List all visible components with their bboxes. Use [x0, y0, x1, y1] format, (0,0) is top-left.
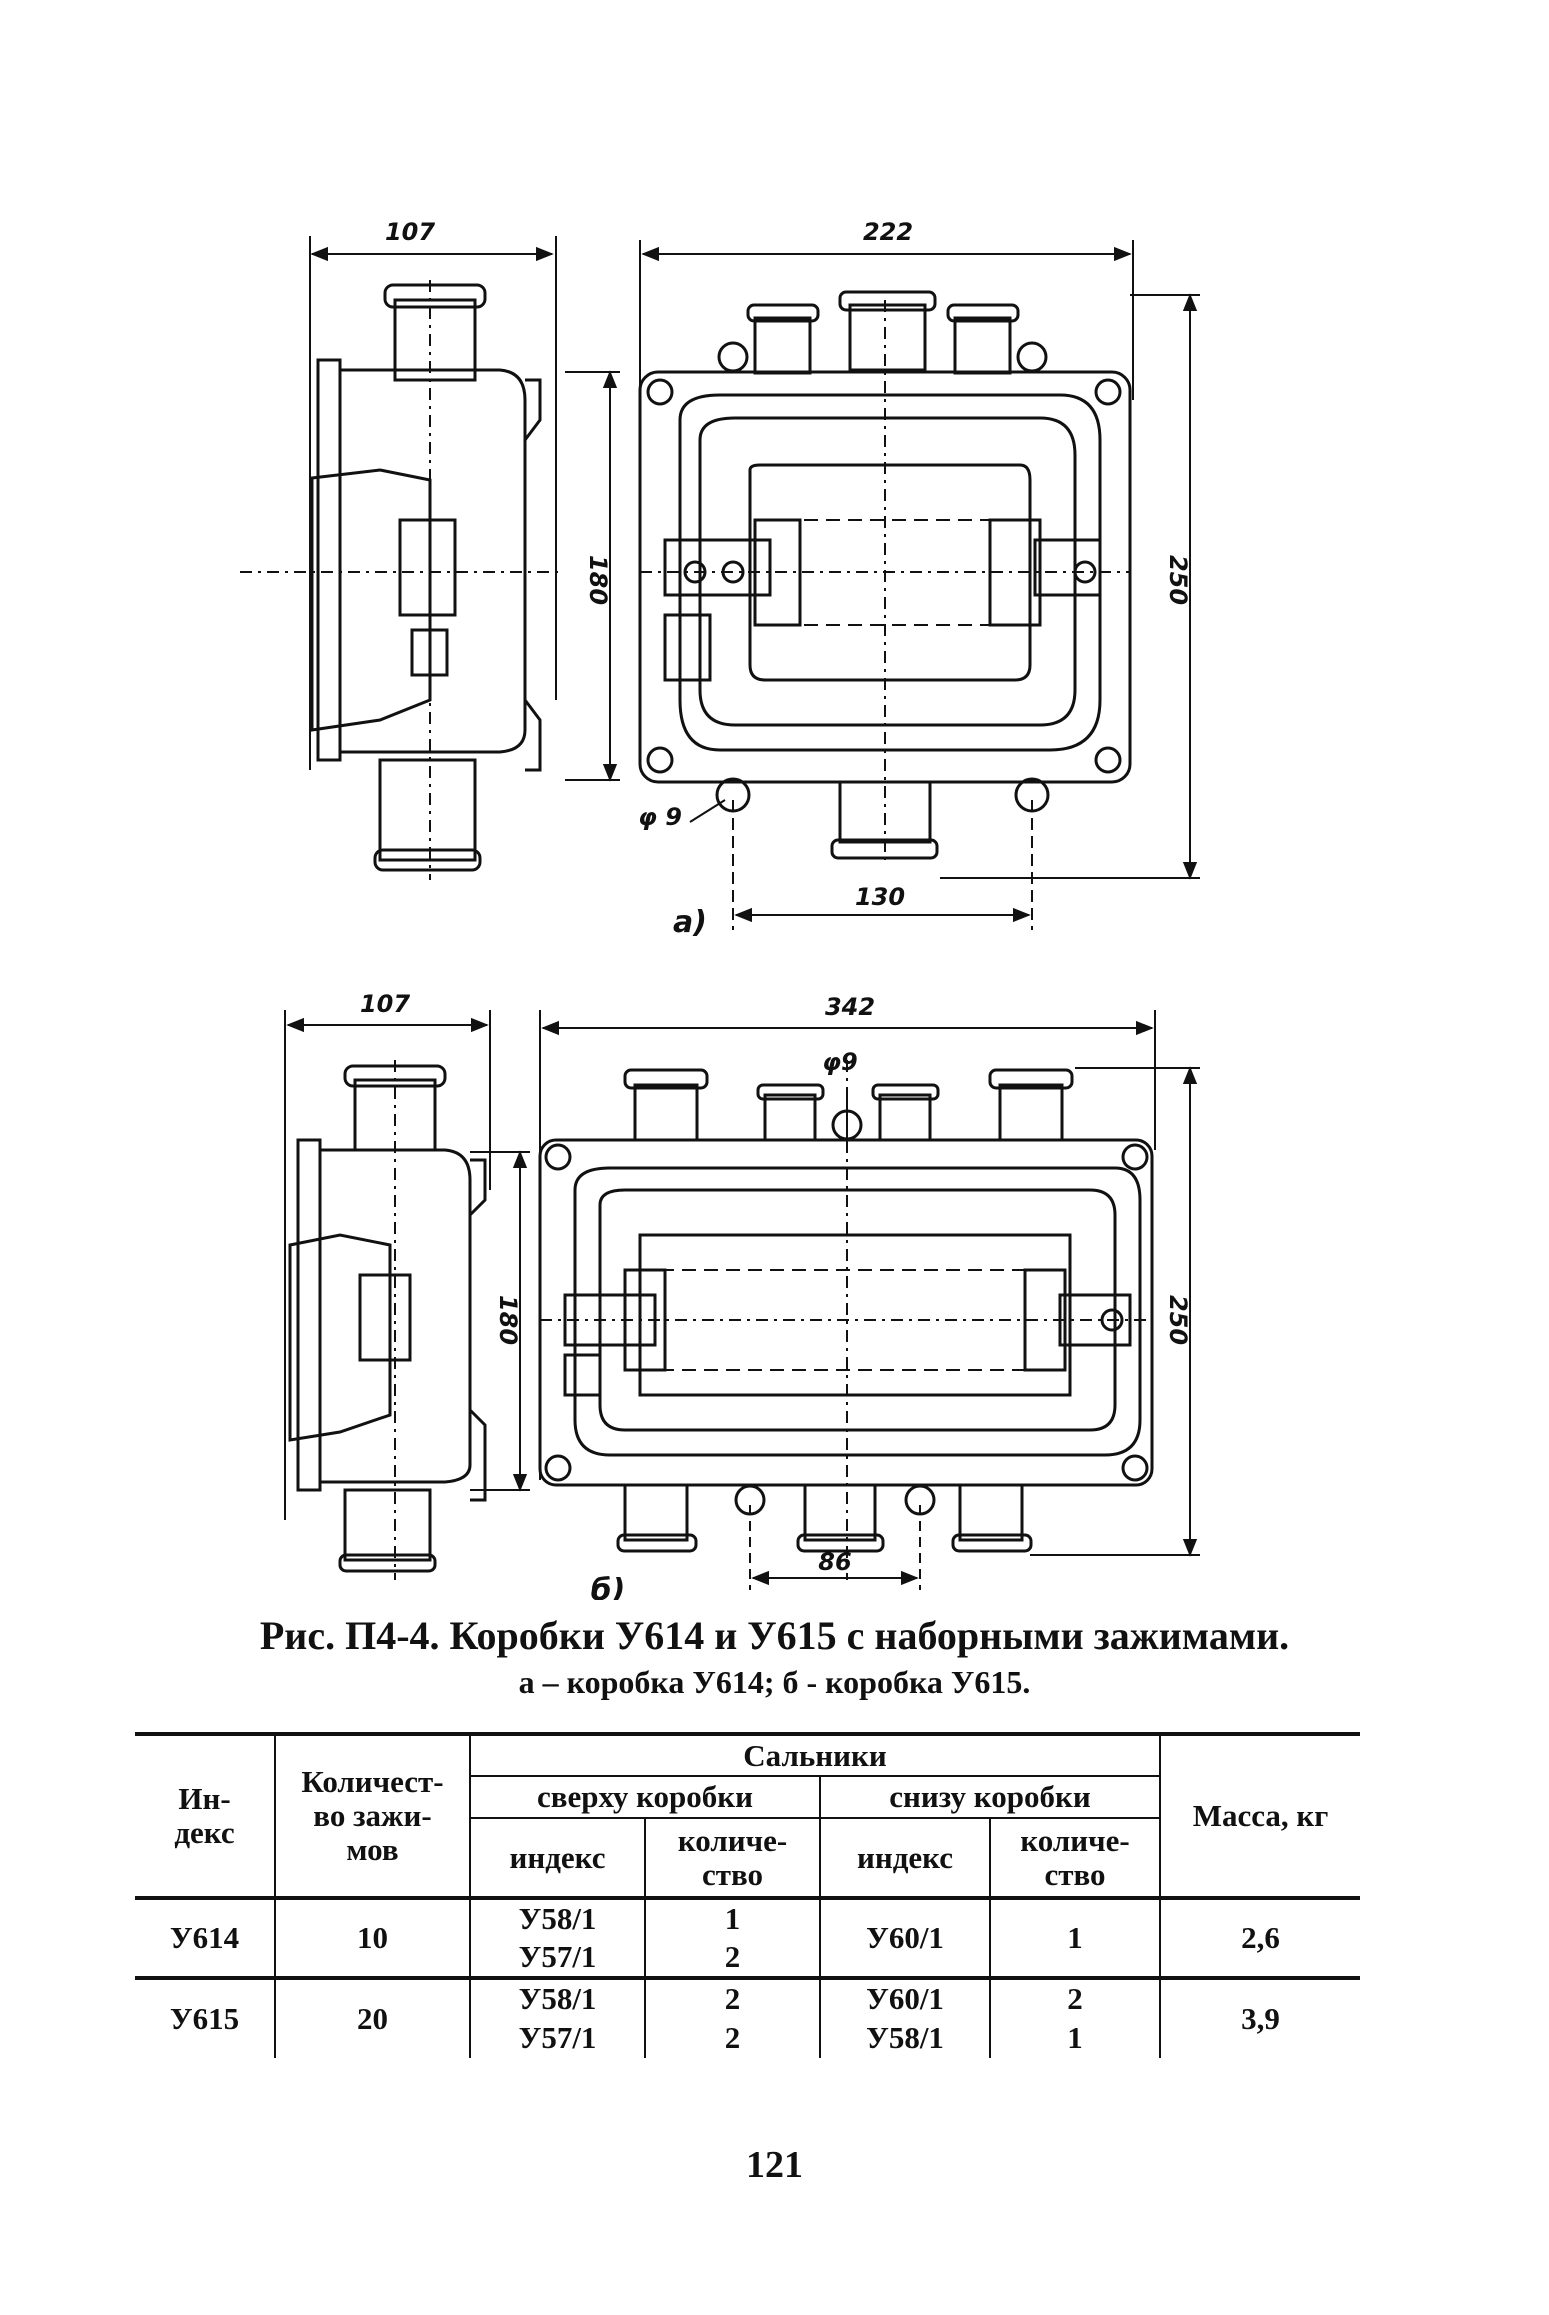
figure-caption: Рис. П4-4. Коробки У614 и У615 с наборны…: [259, 1613, 1290, 1658]
table-row: У614 10 У58/1 1 У60/1 1 2,6: [135, 1898, 1360, 1980]
dim-b-front-width: 342: [825, 993, 875, 1021]
dim-a-height-total: 250: [1164, 555, 1192, 605]
cell-top-qty: 2: [644, 1978, 820, 2018]
cell-bottom-qty: 2: [989, 1978, 1160, 2018]
cell-bottom-index: У60/1: [819, 1898, 990, 1980]
figure-b-label: б): [591, 1573, 626, 1600]
cell-bottom-qty: 1: [989, 1898, 1160, 1980]
cell-index: У615: [169, 2001, 240, 2036]
cell-clamps: 20: [274, 1978, 470, 2058]
cell-top-qty: 2: [644, 2018, 820, 2058]
dim-a-hole-diameter: φ 9: [638, 803, 682, 831]
cell-bottom-index: У60/1: [819, 1978, 990, 2018]
dim-b-height-mid: 180: [494, 1295, 522, 1345]
dim-b-side-width: 107: [360, 990, 410, 1018]
table-row: У615 20 У58/1 2 У60/1 2 3,9: [135, 1978, 1360, 2058]
figure-a-front-view: [638, 240, 1200, 930]
table-row: У57/1 2 У58/1 1: [135, 2018, 1360, 2058]
dim-b-height-total: 250: [1164, 1295, 1192, 1345]
dim-a-front-width: 222: [863, 218, 913, 246]
header-clamp-count: Количест- во зажи- мов: [274, 1732, 470, 1900]
header-bottom: снизу коробки: [819, 1776, 1160, 1819]
cell-clamps: 10: [274, 1898, 470, 1980]
cell-top-qty: 1: [644, 1898, 820, 1938]
figure-b-side-view: [284, 1010, 530, 1580]
dim-b-hole-diameter: φ9: [822, 1048, 857, 1076]
technical-drawing: 107 222 180 250 φ 9 130 а) 107 342 180 2…: [240, 218, 1200, 1600]
dim-b-hole-spacing: 86: [818, 1548, 851, 1576]
specification-table: Ин- декс Количест- во зажи- мов Сальники…: [135, 1732, 1360, 2058]
figure-a-side-view: [240, 236, 620, 880]
cell-bottom-qty: 1: [989, 2018, 1160, 2058]
header-top-qty: количе- ство: [644, 1818, 820, 1900]
page-number: 121: [746, 2144, 803, 2186]
header-bottom-index: индекс: [819, 1818, 990, 1900]
cell-top-index: У58/1: [469, 1978, 645, 2018]
header-bottom-qty: количе- ство: [989, 1818, 1160, 1900]
dim-a-hole-spacing: 130: [855, 883, 905, 911]
figure-subcaption: а – коробка У614; б - коробка У615.: [518, 1664, 1031, 1700]
cell-top-index: У57/1: [469, 2018, 645, 2058]
header-mass: Масса, кг: [1159, 1732, 1360, 1900]
cell-mass: 3,9: [1159, 1978, 1360, 2058]
cell-top-qty: 2: [644, 1938, 820, 1980]
header-top-index: индекс: [469, 1818, 645, 1900]
cell-bottom-index: У58/1: [819, 2018, 990, 2058]
cell-top-index: У57/1: [469, 1938, 645, 1980]
header-index: Ин- декс: [135, 1732, 275, 1900]
cell-mass: 2,6: [1159, 1898, 1360, 1980]
table-row: У57/1 2: [135, 1938, 1360, 1980]
dim-a-height-mid: 180: [584, 555, 612, 605]
figure-a-label: а): [673, 905, 707, 940]
header-top: сверху коробки: [469, 1776, 820, 1819]
cell-index: У614: [135, 1898, 275, 1980]
header-glands: Сальники: [469, 1732, 1160, 1777]
dim-a-side-width: 107: [385, 218, 435, 246]
figure-b-front-view: [538, 1010, 1200, 1590]
cell-top-index: У58/1: [469, 1898, 645, 1938]
